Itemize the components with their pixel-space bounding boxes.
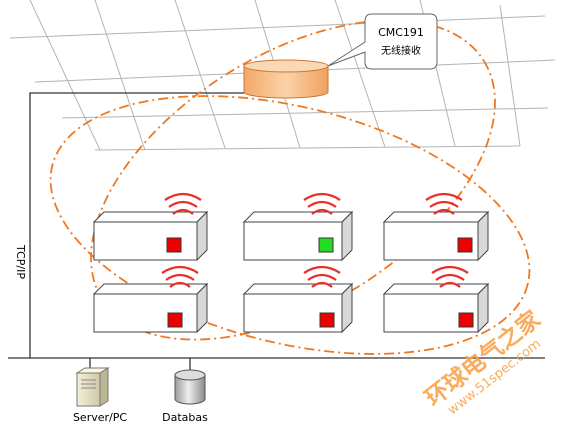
signal-waves-icon: [425, 192, 463, 215]
server-label: Server/PC: [73, 411, 127, 424]
signal-waves-icon: [303, 192, 341, 215]
device-array: [92, 192, 490, 334]
ceiling-grid: [9, 0, 556, 151]
status-led-red: [166, 237, 182, 253]
tcp-ip-label: TCP/IP: [14, 244, 27, 279]
device-unit: [242, 192, 354, 262]
status-led-red: [458, 312, 474, 328]
callout-description: 无线接收: [381, 44, 421, 57]
database-icon: [174, 369, 206, 405]
signal-waves-icon: [303, 265, 341, 288]
device-unit: [382, 265, 490, 334]
callout-model: CMC191: [378, 26, 424, 39]
server-pc-icon: [75, 367, 110, 407]
status-led-red: [457, 237, 473, 253]
signal-waves-icon: [431, 265, 469, 288]
signal-waves-icon: [161, 265, 199, 288]
device-unit: [242, 265, 354, 334]
device-unit: [382, 192, 490, 262]
receiver-unit: [243, 59, 329, 99]
signal-waves-icon: [164, 192, 202, 215]
status-led-red: [319, 312, 335, 328]
status-led-green: [318, 237, 334, 253]
device-unit: [92, 265, 209, 334]
status-led-red: [167, 312, 183, 328]
database-label: Databas: [162, 411, 208, 424]
receiver-callout: CMC191 无线接收: [327, 13, 438, 70]
device-unit: [92, 192, 209, 262]
